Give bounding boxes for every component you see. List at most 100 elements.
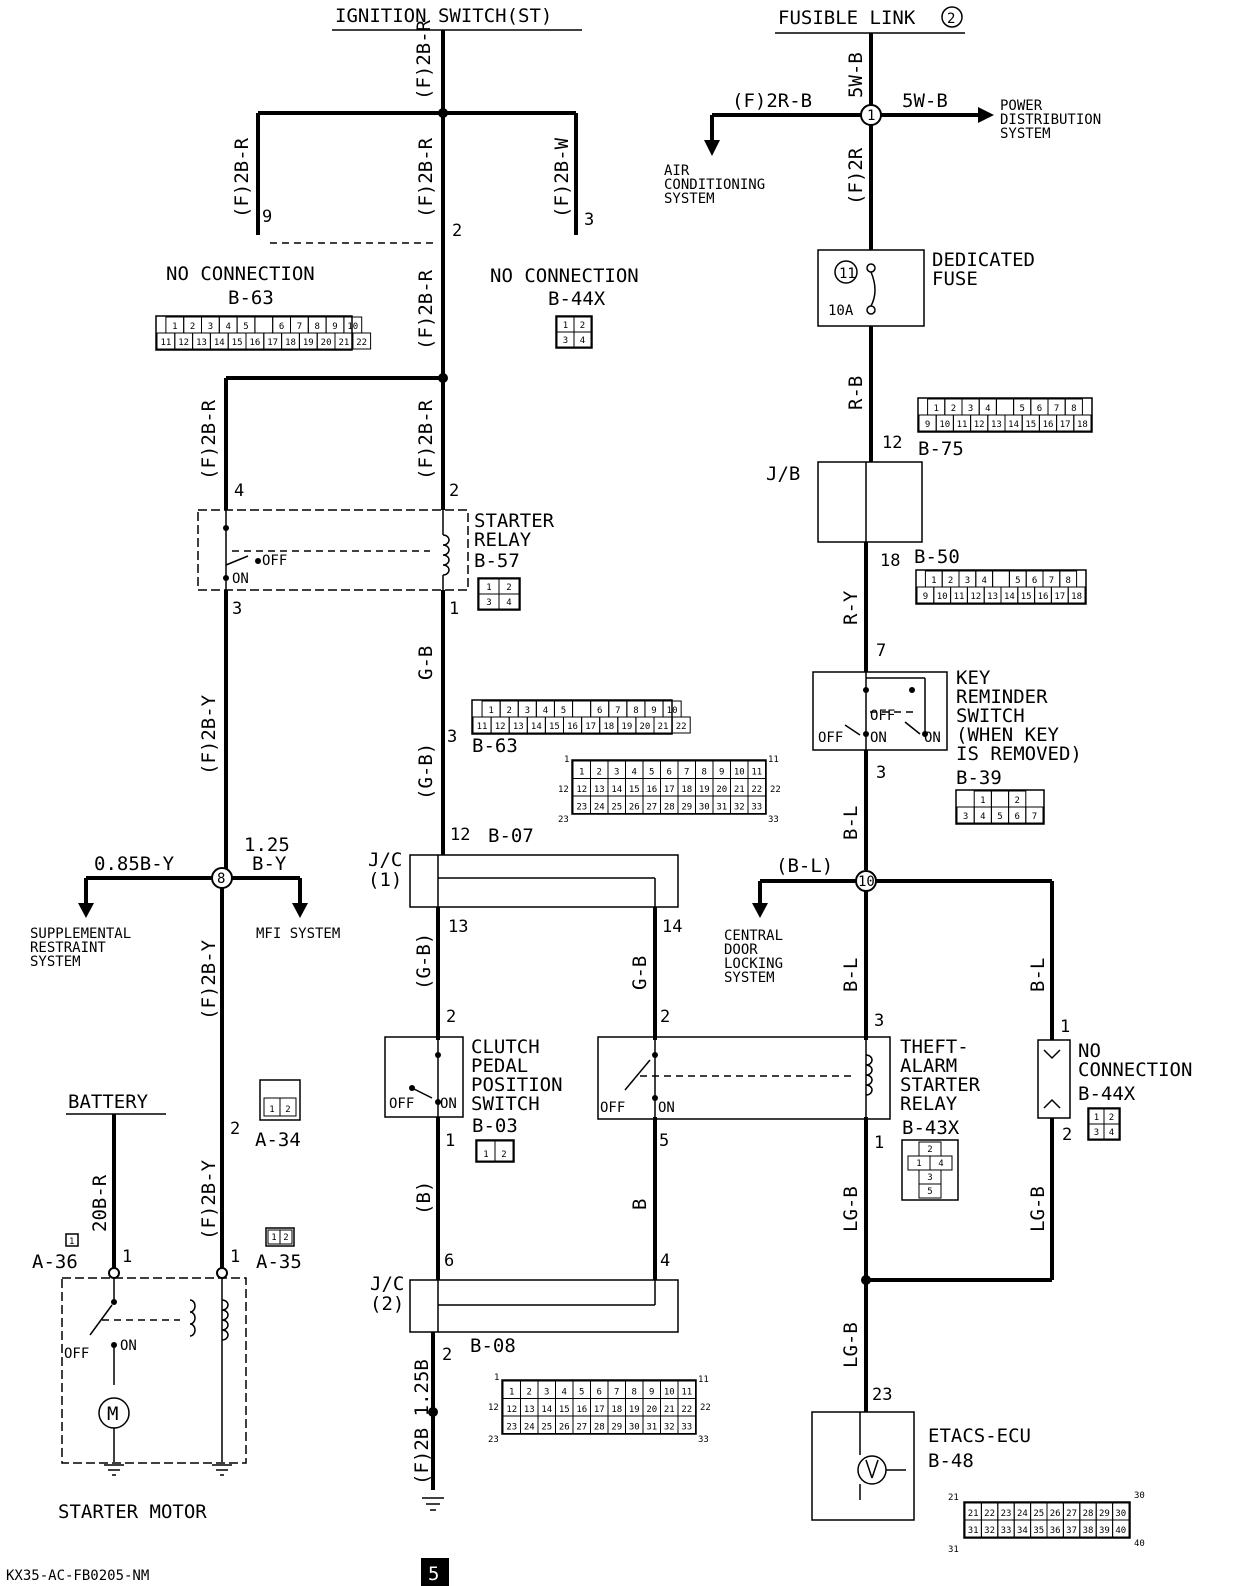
b50-pin-7: 7 bbox=[1049, 576, 1054, 586]
b07-pin-5: 5 bbox=[649, 768, 654, 778]
b08-cell bbox=[677, 1415, 696, 1434]
b63-top-pin-3: 3 bbox=[208, 322, 213, 332]
wire-right-branch: B-L bbox=[1027, 958, 1049, 992]
conn-b39: B-39 bbox=[956, 767, 1002, 789]
jc1-label-2: (1) bbox=[368, 869, 402, 891]
theft-1: THEFT- bbox=[900, 1036, 969, 1058]
pin-relay-4: 4 bbox=[234, 481, 244, 501]
b63-top-pin-7: 7 bbox=[297, 322, 302, 332]
mfi-system: MFI SYSTEM bbox=[256, 926, 340, 942]
a36-note: 1 bbox=[69, 1237, 74, 1247]
jc2-label-1: J/C bbox=[370, 1273, 404, 1295]
wire-etacs: LG-B bbox=[840, 1322, 862, 1368]
b07-pin-10: 10 bbox=[734, 768, 745, 778]
key-reminder-2: REMINDER bbox=[956, 686, 1048, 708]
dedicated-fuse-2: FUSE bbox=[932, 268, 978, 290]
wire-ign-main: (F)2B-R bbox=[413, 19, 435, 100]
b07-pin-29: 29 bbox=[681, 803, 692, 813]
pin-b63-9: 9 bbox=[262, 207, 272, 227]
b39-pin-4: 4 bbox=[980, 812, 985, 822]
ignition-switch-label: IGNITION SWITCH(ST) bbox=[335, 5, 552, 27]
key-reminder-5: IS REMOVED) bbox=[956, 743, 1082, 765]
b07-pin-6: 6 bbox=[667, 768, 672, 778]
relay-on: ON bbox=[232, 571, 249, 587]
b07-pin-14: 14 bbox=[611, 785, 622, 795]
b63-top-pin-13: 13 bbox=[196, 338, 207, 348]
b63-top-pin-22: 22 bbox=[356, 338, 367, 348]
b43x-pin-5: 5 bbox=[927, 1187, 932, 1197]
b39-pin-5: 5 bbox=[997, 812, 1002, 822]
b44x-pin-2: 2 bbox=[580, 321, 585, 331]
diagram-code: KX35-AC-FB0205-NM bbox=[6, 1568, 149, 1584]
b63-mid-pin-12: 12 bbox=[495, 722, 506, 732]
b63-top-pin-2: 2 bbox=[190, 322, 195, 332]
b50-pin-14: 14 bbox=[1004, 592, 1015, 602]
b48-pin-38: 38 bbox=[1083, 1526, 1094, 1536]
b07-pin-30: 30 bbox=[699, 803, 710, 813]
b63-top-pin-15: 15 bbox=[232, 338, 243, 348]
b63-mid-pin-18: 18 bbox=[603, 722, 614, 732]
b08-pin-29: 29 bbox=[611, 1423, 622, 1433]
b39-pin-2: 2 bbox=[1014, 796, 1019, 806]
b63-top-pin-12: 12 bbox=[178, 338, 189, 348]
b48-pin-31: 31 bbox=[968, 1526, 979, 1536]
b57-cell bbox=[498, 593, 520, 610]
b08-pin-15: 15 bbox=[559, 1405, 570, 1415]
b07-pin-27: 27 bbox=[646, 803, 657, 813]
b08-pin-17: 17 bbox=[594, 1405, 605, 1415]
a34-pin-1: 1 bbox=[269, 1105, 274, 1115]
pin-b44x-1: 1 bbox=[1060, 1017, 1070, 1037]
b75-pin-9: 9 bbox=[925, 420, 930, 430]
battery-label: BATTERY bbox=[68, 1091, 149, 1113]
motor-symbol: M bbox=[107, 1403, 118, 1425]
pin-jc2-4: 4 bbox=[660, 1251, 670, 1271]
pin-b08-grid-1: 1 bbox=[494, 1373, 499, 1383]
b63-mid-pin-21: 21 bbox=[658, 722, 669, 732]
b39-pin-7: 7 bbox=[1032, 812, 1037, 822]
clutch-off: OFF bbox=[389, 1096, 414, 1112]
pin-key-7: 7 bbox=[876, 641, 886, 661]
wire-central-door: (B-L) bbox=[776, 855, 833, 877]
pin-key-3: 3 bbox=[876, 763, 886, 783]
b07-pin-23: 23 bbox=[576, 803, 587, 813]
b08-pin-18: 18 bbox=[611, 1405, 622, 1415]
starter-motor-label: STARTER MOTOR bbox=[58, 1501, 207, 1523]
wire-theft-pin5: B bbox=[629, 1199, 651, 1210]
b63-mid-pin-22: 22 bbox=[676, 722, 687, 732]
fusible-link-label: FUSIBLE LINK bbox=[778, 7, 916, 29]
b07-pin-3: 3 bbox=[614, 768, 619, 778]
b43x-pin-4: 4 bbox=[938, 1159, 943, 1169]
b63-top-pin-4: 4 bbox=[225, 322, 230, 332]
b08-pin-4: 4 bbox=[562, 1388, 567, 1398]
pin-jc2-6: 6 bbox=[444, 1251, 454, 1271]
wire-b63-pin9: (F)2B-R bbox=[231, 137, 253, 218]
etacs-label: ETACS-ECU bbox=[928, 1425, 1031, 1447]
b07-pin-33: 33 bbox=[751, 803, 762, 813]
b48-pin-26: 26 bbox=[1050, 1509, 1061, 1519]
b08-pin-27: 27 bbox=[576, 1423, 587, 1433]
b48-pin-39: 39 bbox=[1099, 1526, 1110, 1536]
wire-jc1-pin14: G-B bbox=[629, 956, 651, 990]
b48-pin-29: 29 bbox=[1099, 1509, 1110, 1519]
key-on-left: ON bbox=[870, 730, 887, 746]
pin-etacs-23: 23 bbox=[872, 1385, 892, 1405]
b63-top-pin-21: 21 bbox=[338, 338, 349, 348]
relay-off: OFF bbox=[262, 553, 287, 569]
conn-b57: B-57 bbox=[474, 550, 520, 572]
no-conn-right-1: NO bbox=[1078, 1040, 1101, 1062]
conn-b44x-top: B-44X bbox=[548, 288, 606, 310]
pin-theft-1: 1 bbox=[874, 1133, 884, 1153]
b75-pin-16: 16 bbox=[1043, 420, 1054, 430]
b50-pin-18: 18 bbox=[1071, 592, 1082, 602]
b07-pin-25: 25 bbox=[611, 803, 622, 813]
no-connection-b44x: NO CONNECTION bbox=[490, 265, 639, 287]
b07-pin-28: 28 bbox=[664, 803, 675, 813]
pin-b08-grid-33: 33 bbox=[698, 1435, 709, 1445]
wire-theft-pin1: LG-B bbox=[840, 1186, 862, 1232]
b50-pin-12: 12 bbox=[970, 592, 981, 602]
b43x-pin-1: 1 bbox=[916, 1159, 921, 1169]
